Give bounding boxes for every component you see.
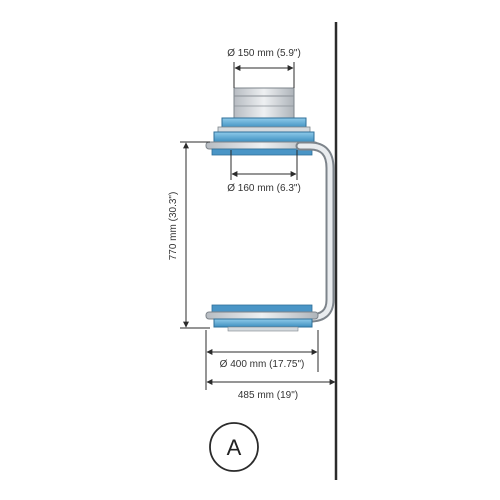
height-label: 770 mm (30.3") bbox=[168, 192, 179, 261]
view-badge-label: A bbox=[227, 435, 242, 460]
dim-collar: Ø 160 mm (6.3") bbox=[227, 150, 301, 194]
top-pipe bbox=[233, 87, 295, 119]
view-badge: A bbox=[209, 422, 259, 472]
dim-top-pipe: Ø 150 mm (5.9") bbox=[227, 48, 301, 88]
dim-bottom: Ø 400 mm (17.75") bbox=[205, 330, 319, 372]
dim-height: 770 mm (30.3") bbox=[168, 141, 210, 329]
collar-diameter-label: Ø 160 mm (6.3") bbox=[227, 183, 301, 194]
dim-wall-offset: 485 mm (19") bbox=[205, 372, 336, 401]
support-arm bbox=[295, 141, 335, 323]
bottom-diameter-label: Ø 400 mm (17.75") bbox=[220, 359, 305, 370]
top-pipe-diameter-label: Ø 150 mm (5.9") bbox=[227, 48, 301, 59]
bottom-plate bbox=[205, 304, 319, 332]
wall-offset-label: 485 mm (19") bbox=[238, 390, 298, 401]
